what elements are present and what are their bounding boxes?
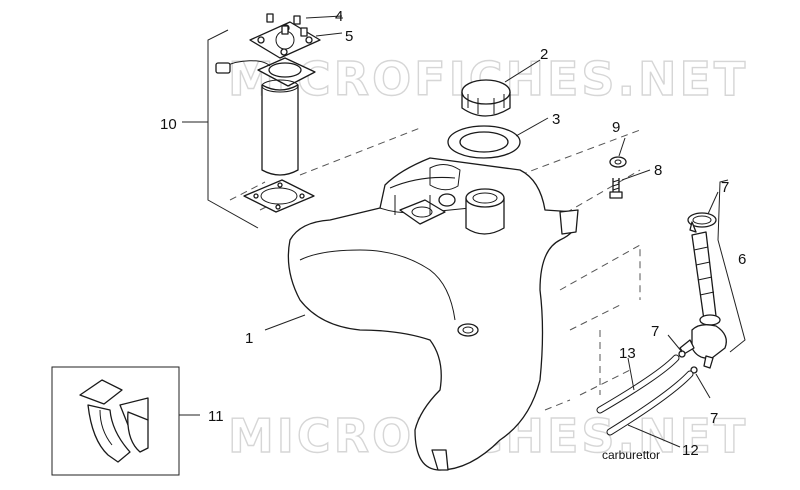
callout-12: 11 xyxy=(208,408,224,425)
callout-3: 3 xyxy=(552,111,560,128)
callout-7-lower: 7 xyxy=(710,410,718,427)
leader-lines xyxy=(179,15,719,448)
callout-2: 2 xyxy=(540,46,548,63)
bracket-6 xyxy=(717,179,746,353)
small-clamp-7b xyxy=(690,366,698,374)
cap-seal-3 xyxy=(447,125,521,159)
fuel-hose-14 xyxy=(596,354,680,414)
callout-1: 1 xyxy=(245,330,253,347)
fuel-cap-2 xyxy=(461,79,511,117)
hose-clamp-8 xyxy=(687,212,717,233)
fuel-tap-6 xyxy=(679,231,727,369)
callout-13: 12 xyxy=(682,442,699,459)
callout-4: 4 xyxy=(335,8,343,25)
callout-6: 6 xyxy=(738,251,746,268)
callout-11: 10 xyxy=(160,116,177,133)
bolt-9 xyxy=(609,178,623,199)
carburettor-note: carburettor xyxy=(602,448,660,462)
sender-gasket xyxy=(243,179,315,213)
small-clamp-7a xyxy=(678,350,686,358)
callout-14: 13 xyxy=(619,345,636,362)
fuel-sender-unit-11 xyxy=(215,57,316,176)
fuel-tank-1 xyxy=(287,157,579,471)
callout-9: 8 xyxy=(654,162,662,179)
bracket-11 xyxy=(207,29,259,229)
inset-box-12 xyxy=(51,366,180,476)
callout-5: 5 xyxy=(345,28,353,45)
washer-10 xyxy=(609,156,627,168)
fuel-hose-13 xyxy=(606,370,694,436)
screws-4 xyxy=(266,13,308,37)
callout-8: 7 xyxy=(721,179,729,196)
callout-10: 9 xyxy=(612,119,620,136)
callout-7-upper: 7 xyxy=(651,323,659,340)
callout-labels: 4 5 2 3 9 8 7 6 10 1 13 7 7 11 12 carbur… xyxy=(160,8,746,462)
